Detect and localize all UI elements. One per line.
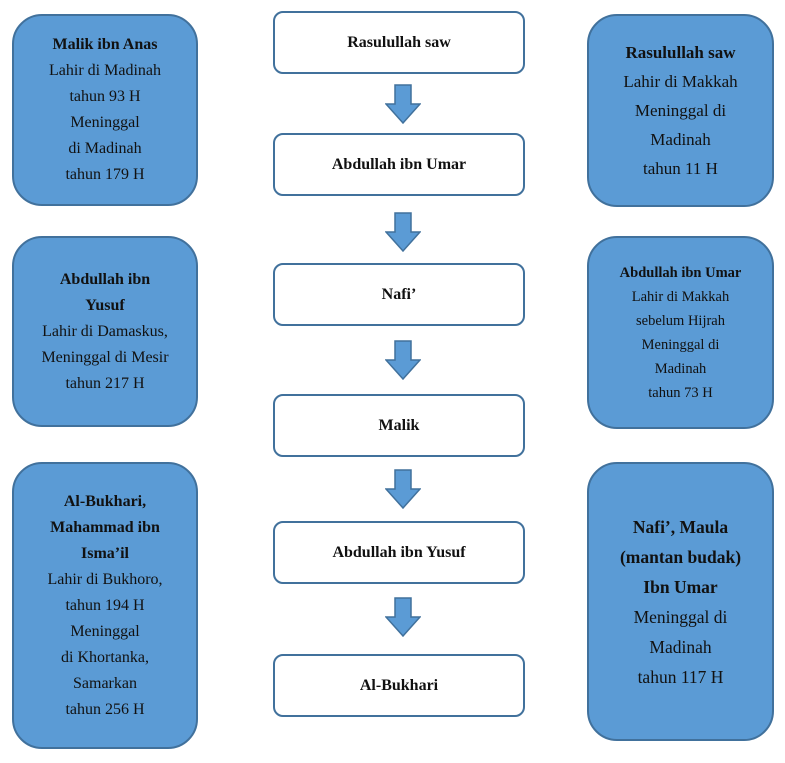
box-line: tahun 179 H [65, 166, 145, 183]
box-title: Yusuf [85, 296, 125, 314]
info-box-abdullah-ibn-yusuf: Abdullah ibn Yusuf Lahir di Damaskus, Me… [12, 236, 198, 427]
box-line: di Madinah [68, 140, 142, 157]
box-line: Meninggal [70, 114, 140, 131]
box-title: Malik ibn Anas [52, 36, 158, 53]
box-line: tahun 117 H [637, 666, 724, 687]
box-line: tahun 256 H [65, 700, 145, 718]
box-line: Lahir di Bukhoro, [47, 570, 163, 588]
box-line: Lahir di Makkah [631, 288, 730, 305]
arrow-down-icon [385, 340, 421, 380]
box-line: Madinah [649, 636, 712, 657]
chain-node-rasulullah: Rasulullah saw [273, 11, 525, 74]
chain-node-al-bukhari: Al-Bukhari [273, 654, 525, 717]
box-title: Nafi’, Maula [632, 516, 729, 537]
box-line: sebelum Hijrah [636, 312, 725, 329]
info-box-rasulullah: Rasulullah saw Lahir di Makkah Meninggal… [587, 14, 774, 207]
box-line: Madinah [654, 360, 707, 377]
box-line: Meninggal [70, 622, 140, 640]
info-box-malik: Malik ibn Anas Lahir di Madinah tahun 93… [12, 14, 198, 206]
info-box-nafi: Nafi’, Maula (mantan budak) Ibn Umar Men… [587, 462, 774, 741]
box-line: Lahir di Madinah [49, 62, 161, 79]
box-line: Meninggal di [641, 336, 720, 353]
box-line: Samarkan [73, 674, 137, 692]
box-line: Lahir di Damaskus, [42, 322, 168, 340]
box-line: tahun 73 H [648, 384, 713, 401]
box-title: Al-Bukhari, [63, 492, 147, 510]
box-line: tahun 11 H [643, 159, 718, 178]
chain-node-abdullah-ibn-umar: Abdullah ibn Umar [273, 133, 525, 196]
box-title: (mantan budak) [619, 546, 742, 567]
box-line: Meninggal di [634, 101, 727, 120]
arrow-down-icon [385, 597, 421, 637]
box-line: Meninggal di [633, 606, 728, 627]
box-line: di Khortanka, [61, 648, 149, 666]
box-title: Isma’il [81, 544, 129, 562]
box-title: Rasulullah saw [625, 43, 736, 62]
arrow-down-icon [385, 212, 421, 252]
chain-node-abdullah-ibn-yusuf: Abdullah ibn Yusuf [273, 521, 525, 584]
box-line: Meninggal di Mesir [41, 348, 169, 366]
box-title: Abdullah ibn Umar [619, 264, 742, 281]
box-line: tahun 93 H [69, 88, 141, 105]
info-box-al-bukhari: Al-Bukhari, Mahammad ibn Isma’il Lahir d… [12, 462, 198, 749]
info-box-abdullah-ibn-umar: Abdullah ibn Umar Lahir di Makkah sebelu… [587, 236, 774, 429]
box-title: Mahammad ibn [50, 518, 160, 536]
box-title: Ibn Umar [643, 576, 718, 597]
box-line: tahun 217 H [65, 374, 145, 392]
chain-node-malik: Malik [273, 394, 525, 457]
arrow-down-icon [385, 84, 421, 124]
box-line: tahun 194 H [65, 596, 145, 614]
chain-node-nafi: Nafi’ [273, 263, 525, 326]
box-line: Lahir di Makkah [623, 72, 738, 91]
box-title: Abdullah ibn [59, 270, 151, 288]
arrow-down-icon [385, 469, 421, 509]
box-line: Madinah [650, 130, 711, 149]
